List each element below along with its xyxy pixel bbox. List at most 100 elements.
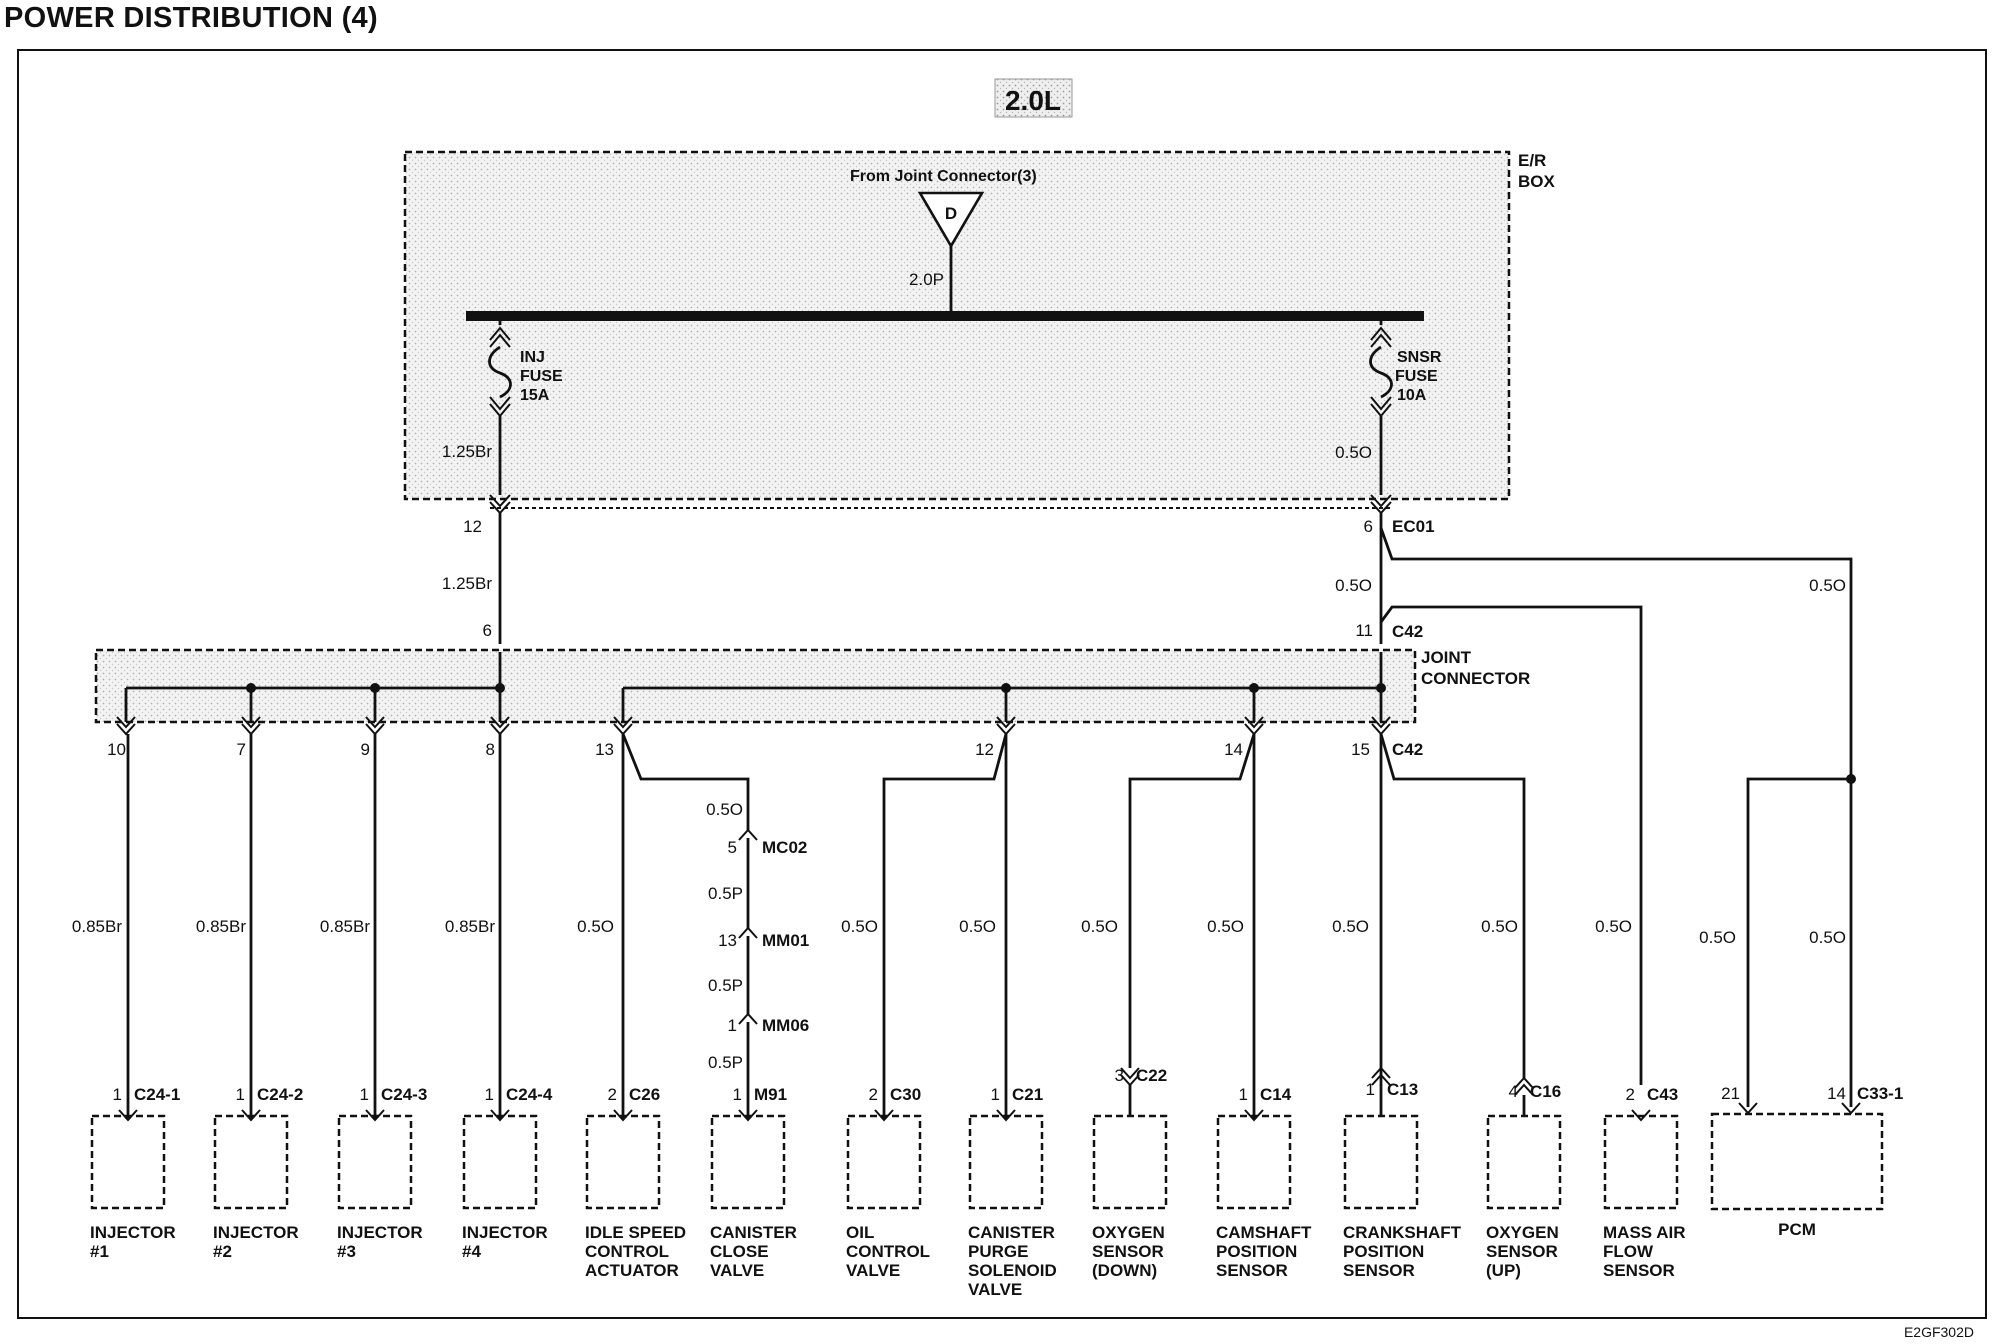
component-label: CRANKSHAFT — [1343, 1223, 1462, 1242]
inj-fuse-label-1: INJ — [520, 349, 545, 366]
component-box — [462, 1114, 538, 1210]
snsr-fuse-label-2: FUSE — [1395, 368, 1438, 385]
joint-pin-out-13: 13 — [595, 740, 614, 759]
splice-dot — [370, 683, 380, 693]
source-triangle — [917, 191, 985, 249]
mm01-pin: 13 — [718, 931, 737, 950]
component-label: SOLENOID — [968, 1261, 1057, 1280]
splice-dot — [1249, 683, 1259, 693]
load-wire-label: 0.5O — [841, 917, 878, 936]
load-wire-label: 0.85Br — [445, 917, 495, 936]
load-pin: 1 — [1239, 1085, 1248, 1104]
load-pin: 1 — [1366, 1080, 1375, 1099]
component-label: CONTROL — [585, 1242, 669, 1261]
joint-pin-in-right: 11 — [1355, 621, 1373, 640]
mm06-name: MM06 — [762, 1016, 809, 1035]
load-pin: 1 — [485, 1085, 494, 1104]
load-connector: C24-2 — [257, 1085, 303, 1104]
load-pin: 1 — [113, 1085, 122, 1104]
splice-dot — [1846, 774, 1856, 784]
snsr-fuse-label-1: SNSR — [1397, 349, 1442, 366]
component-box — [846, 1114, 922, 1210]
inj-fuse-icon — [488, 345, 512, 399]
component-label: INJECTOR — [462, 1223, 548, 1242]
splice-dot — [495, 683, 505, 693]
joint-pin-out-8: 8 — [486, 740, 495, 759]
component-label: CANISTER — [968, 1223, 1055, 1242]
joint-pin-out-10: 10 — [107, 740, 126, 759]
component-label: VALVE — [968, 1280, 1022, 1299]
component-label: INJECTOR — [337, 1223, 423, 1242]
engine-badge: 2.0L — [1005, 85, 1061, 116]
component-label: SENSOR — [1343, 1261, 1415, 1280]
load-wire-label: 0.5O — [1207, 917, 1244, 936]
component-box — [585, 1114, 661, 1210]
joint-connector — [94, 648, 1417, 724]
load-wire-label: 0.5O — [1332, 917, 1369, 936]
component-box — [1603, 1114, 1679, 1210]
load-connector: C30 — [890, 1085, 921, 1104]
joint-connector-label-1: JOINT — [1421, 648, 1472, 667]
engine-badge-box — [994, 78, 1073, 118]
source-wire-label: 2.0P — [909, 270, 944, 289]
joint-pin-in-left: 6 — [483, 621, 492, 640]
source-text: From Joint Connector(3) — [850, 168, 1037, 185]
splice-dot — [246, 683, 256, 693]
component-label: CAMSHAFT — [1216, 1223, 1312, 1242]
source-letter: D — [945, 204, 957, 223]
pcm-wire-left: 0.5O — [1699, 928, 1736, 947]
er-right-wire-label: 0.5O — [1335, 443, 1372, 462]
component-box — [710, 1114, 786, 1210]
component-label: FLOW — [1603, 1242, 1654, 1261]
load-pin: 1 — [733, 1085, 742, 1104]
load-pin: 1 — [360, 1085, 369, 1104]
component-label: CANISTER — [710, 1223, 797, 1242]
component-box — [213, 1114, 289, 1210]
component-label: CONTROL — [846, 1242, 930, 1261]
er-box-label-1: E/R — [1518, 151, 1546, 170]
pcm-pin-right: 14 — [1827, 1084, 1846, 1103]
component-box — [1092, 1114, 1168, 1210]
er-box-label-2: BOX — [1518, 172, 1556, 191]
inj-fuse-label-3: 15A — [520, 387, 550, 404]
component-label: OXYGEN — [1486, 1223, 1559, 1242]
mid-wire-d: 0.5P — [708, 1053, 743, 1072]
component-label: SENSOR — [1216, 1261, 1288, 1280]
load-pin: 1 — [991, 1085, 1000, 1104]
component-label: SENSOR — [1092, 1242, 1164, 1261]
component-label: POSITION — [1343, 1242, 1424, 1261]
load-pin: 3 — [1115, 1066, 1124, 1085]
component-label: VALVE — [710, 1261, 764, 1280]
component-label: MASS AIR — [1603, 1223, 1686, 1242]
component-label: ACTUATOR — [585, 1261, 679, 1280]
pcm-wire-right: 0.5O — [1809, 928, 1846, 947]
component-label: #4 — [462, 1242, 481, 1261]
load-wire-label: 0.5O — [1081, 917, 1118, 936]
component-label: SENSOR — [1486, 1242, 1558, 1261]
pcm-connector: C33-1 — [1857, 1084, 1903, 1103]
joint-pin-out-14: 14 — [1224, 740, 1243, 759]
load-connector: C16 — [1530, 1082, 1561, 1101]
component-label: INJECTOR — [90, 1223, 176, 1242]
component-label: #1 — [90, 1242, 109, 1261]
joint-connector-label-2: CONNECTOR — [1421, 669, 1530, 688]
component-label: POSITION — [1216, 1242, 1297, 1261]
load-wire-label: 0.5O — [1595, 917, 1632, 936]
load-wire-label: 0.5O — [1481, 917, 1518, 936]
mm01-name: MM01 — [762, 931, 809, 950]
er-left-wire-label: 1.25Br — [442, 442, 492, 461]
load-connector: C14 — [1260, 1085, 1292, 1104]
load-connector: C13 — [1387, 1080, 1418, 1099]
joint-pin-out-7: 7 — [237, 740, 246, 759]
component-box — [1486, 1114, 1562, 1210]
snsr-fuse-label-3: 10A — [1397, 387, 1427, 404]
inj-fuse-label-2: FUSE — [520, 368, 563, 385]
mc02-name: MC02 — [762, 838, 807, 857]
ec01-pin-right: 6 — [1364, 517, 1373, 536]
pcm-label: PCM — [1778, 1220, 1816, 1239]
load-wire-label: 0.85Br — [320, 917, 370, 936]
joint-pin-out-15: 15 — [1351, 740, 1370, 759]
component-label: OXYGEN — [1092, 1223, 1165, 1242]
